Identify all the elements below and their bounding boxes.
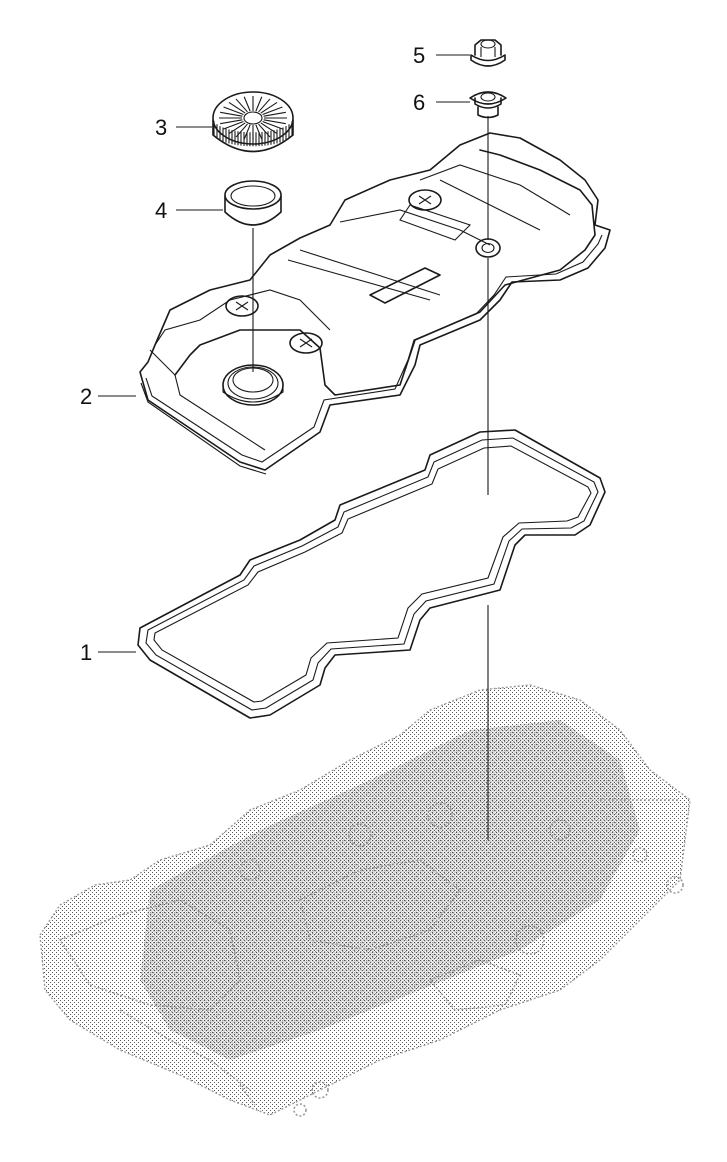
callout-3: 3 xyxy=(155,115,167,140)
filler-cap-part-3 xyxy=(212,91,294,153)
gasket-part-1 xyxy=(137,429,606,719)
callout-5: 5 xyxy=(413,43,425,68)
cap-rib xyxy=(220,119,243,125)
callout-6: 6 xyxy=(413,90,425,115)
cap-rib xyxy=(263,111,286,117)
cap-rib xyxy=(260,101,278,114)
cap-rib xyxy=(220,111,243,117)
cap-rib xyxy=(228,101,246,114)
valve-cover-part-2 xyxy=(139,132,611,475)
callout-2: 2 xyxy=(80,384,92,409)
cap-rib xyxy=(262,120,283,130)
seal-ring-part-4 xyxy=(224,180,282,226)
cap-rib xyxy=(258,98,271,113)
cap-rib xyxy=(235,98,248,113)
cap-rib xyxy=(255,124,263,140)
cap-rib xyxy=(223,120,244,130)
cap-rib xyxy=(263,119,286,125)
cylinder-head-ghost xyxy=(39,684,691,1117)
cap-rib xyxy=(262,106,283,116)
cap-rib xyxy=(243,96,251,112)
leader-lines xyxy=(98,54,489,840)
nut-part-5 xyxy=(470,39,506,67)
cap-rib xyxy=(255,96,263,112)
grommet-part-6 xyxy=(469,91,507,119)
cap-rib xyxy=(243,124,251,140)
callout-4: 4 xyxy=(155,198,167,223)
callout-1: 1 xyxy=(80,640,92,665)
cap-rib xyxy=(223,106,244,116)
callout-labels: 1 2 3 4 5 6 xyxy=(80,43,425,665)
